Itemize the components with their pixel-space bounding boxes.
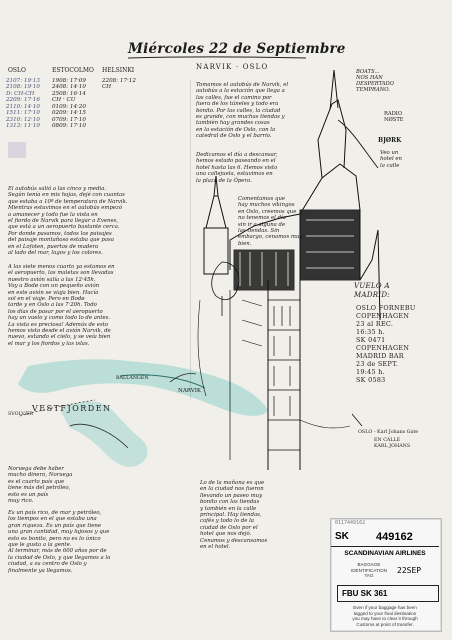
- map-label-narvik: NARVIK: [178, 388, 201, 394]
- airline-code: SK: [335, 531, 349, 542]
- right-paragraph-3: Comentamos que hay muchos vikingos en Os…: [238, 196, 303, 247]
- flight-info-lines: OSLO FORNEBU COPENHAGEN 23 al REC. 16:35…: [356, 304, 416, 384]
- baggage-date: 22SEP: [397, 566, 422, 575]
- fjord-map: [18, 359, 268, 467]
- left-paragraph-4: Es un país rico, de mar y petróleo, los …: [8, 510, 111, 574]
- schedule-helsinki: 2208: 17·12 CH: [102, 78, 136, 91]
- map-label-ballangen: BALLANGEN: [116, 376, 149, 381]
- margin-note-boats: BOATS... NOS HAN DESPERTADO TEMPRANO.: [356, 69, 394, 93]
- street-label: OSLO - Karl Johans Gate: [358, 430, 419, 435]
- street-sublabel: EN CALLE KARL JOHANS: [374, 438, 411, 449]
- schedule-header-oslo: OSLO: [8, 67, 26, 74]
- schedule-oslo: 2107: 19·13 2108: 19·10 D: CH-CH 2209: 1…: [6, 78, 40, 130]
- column-divider: [190, 80, 191, 400]
- baggage-notice: Even if your baggage has been tagged to …: [352, 605, 418, 627]
- baggage-tag-code: 0117449162: [335, 520, 366, 526]
- oslo-skyline-sketch: [197, 69, 381, 470]
- right-paragraph-1: Tomamos el autobús de Narvik, el autobús…: [196, 82, 289, 140]
- left-paragraph-3: Noruega debe haber mucho dinero, Noruega…: [8, 466, 73, 505]
- schedule-estocolmo: 1908: 17·09 2408: 14·10 2508: 16·14 CH ·…: [52, 78, 86, 130]
- bottom-center-text: Lo de la mañana es que en la ciudad nos …: [200, 480, 268, 551]
- schedule-header-estocolmo: ESTOCOLMO: [52, 67, 94, 74]
- baggage-id-text: BAGGAGE IDENTIFICATION TAG: [350, 562, 388, 578]
- map-label-vestfjorden: VESTFJORDEN: [32, 404, 112, 413]
- margin-note-radio: RADIO NØSTE: [384, 111, 404, 123]
- flight-info-heading: VUELO A MADRID:: [354, 282, 390, 299]
- baggage-route: FBU SK 361: [337, 585, 439, 602]
- airline-name: SCANDINAVIAN AIRLINES: [344, 550, 426, 557]
- page-title: Miércoles 22 de Septiembre: [128, 41, 346, 57]
- baggage-tag-header: SK 449162: [331, 529, 439, 547]
- tag-number: 449162: [376, 531, 413, 543]
- schedule-header-helsinki: HELSINKI: [102, 67, 135, 74]
- right-paragraph-2: Dedicamos el día a descansar, hemos esta…: [196, 152, 278, 184]
- page-subtitle: NARVIK · OSLO: [196, 63, 269, 71]
- baggage-tag: 0117449162 SK 449162 SCANDINAVIAN AIRLIN…: [330, 518, 442, 632]
- map-label-svolvaer: SVOLVÆR: [8, 412, 34, 417]
- tree-sketch: [211, 261, 240, 316]
- margin-note-bjork-sub: Veo un hotel en la calle: [380, 150, 402, 169]
- left-paragraph-1: El autobús salió a las cinco y media. Se…: [8, 186, 128, 257]
- left-paragraph-2: A las siete menos cuarto ya estamos en e…: [8, 264, 115, 347]
- margin-note-bjork: BJØRK: [378, 137, 402, 144]
